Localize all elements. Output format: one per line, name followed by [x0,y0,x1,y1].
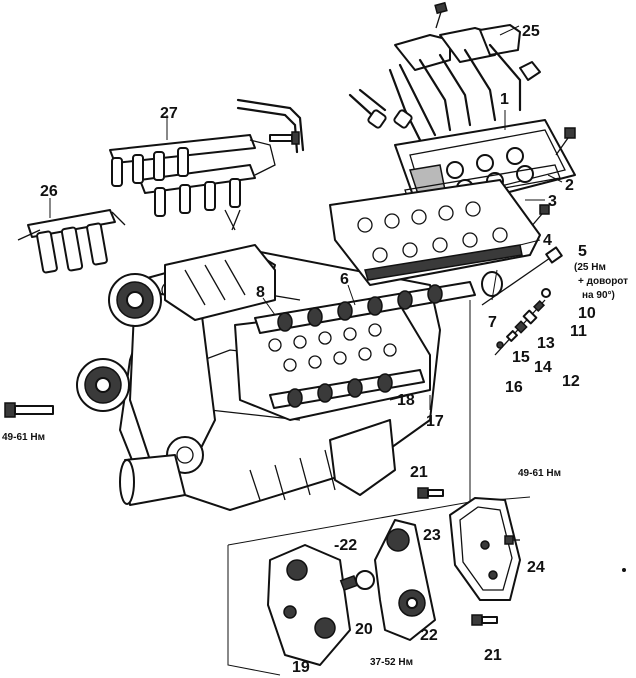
bolt-21-lower [471,614,498,626]
callout-24: 24 [527,559,545,576]
callout-21-lower: 21 [484,647,502,664]
callout-22-lower: 22 [420,627,438,644]
callout-7: 7 [488,314,497,331]
callout-11: 11 [570,323,587,340]
stray-mark [622,568,626,572]
torque-5-line3: на 90°) [582,290,615,301]
torque-right: 49-61 Нм [518,468,561,479]
crank-pulley [76,358,130,412]
callout-20: 20 [355,621,373,638]
callout-6: 6 [340,271,349,288]
torque-left-bolt: 49-61 Нм [2,432,45,443]
head-bolt [481,246,563,306]
callout-13: 13 [537,335,555,352]
callout-16: 16 [505,379,523,396]
top-bolt [434,1,448,29]
callout-22-upper: -22 [334,537,357,554]
fuel-rail [109,134,276,231]
camshaft-seal [481,271,503,297]
torque-tensioner: 37-52 Нм [370,657,413,668]
callout-26: 26 [40,183,58,200]
callout-25: 25 [522,23,540,40]
callout-19: 19 [292,659,310,676]
callout-12: 12 [562,373,580,390]
left-bolt [4,402,54,418]
intake-manifold [164,244,276,321]
camshaft-lower [269,369,425,409]
torque-notes: (25 Нм + доворот на 90°) 49-61 Нм 49-61 … [2,262,628,668]
idler-plate [267,544,351,666]
tensioner-spring [339,570,375,592]
torque-5-line1: (25 Нм [574,262,606,273]
callout-1: 1 [500,91,509,108]
callout-21-upper: 21 [410,464,428,481]
timing-cover-plate [449,497,521,601]
belt-tensioner [374,519,436,641]
callout-18: 18 [397,392,415,409]
callout-23: 23 [423,527,441,544]
callout-2: 2 [565,177,574,194]
starter-motor [119,454,186,506]
valve-train-parts [494,288,551,356]
callout-3: 3 [548,193,557,210]
callout-labels: 1 2 3 4 5 6 7 8 10 11 12 13 14 15 16 17 … [40,23,596,676]
callout-15: 15 [512,349,530,366]
callout-17: 17 [426,413,444,430]
leader-lines [49,25,563,410]
bolt-21-upper [417,487,444,499]
torque-5-line2: + доворот [578,276,628,287]
rail-bolt [269,131,300,145]
cylinder-head-upper [329,179,541,286]
cover-bolt [555,127,576,156]
cam-pulley-left [108,273,162,327]
ignition-coils-left [17,209,126,274]
callout-10: 10 [578,305,596,322]
callout-4: 4 [543,232,552,249]
camshaft-upper [254,281,476,334]
callout-14: 14 [534,359,552,376]
callout-5: 5 [578,243,587,260]
callout-8: 8 [256,284,265,301]
ignition-harness [348,24,541,142]
callout-27: 27 [160,105,178,122]
